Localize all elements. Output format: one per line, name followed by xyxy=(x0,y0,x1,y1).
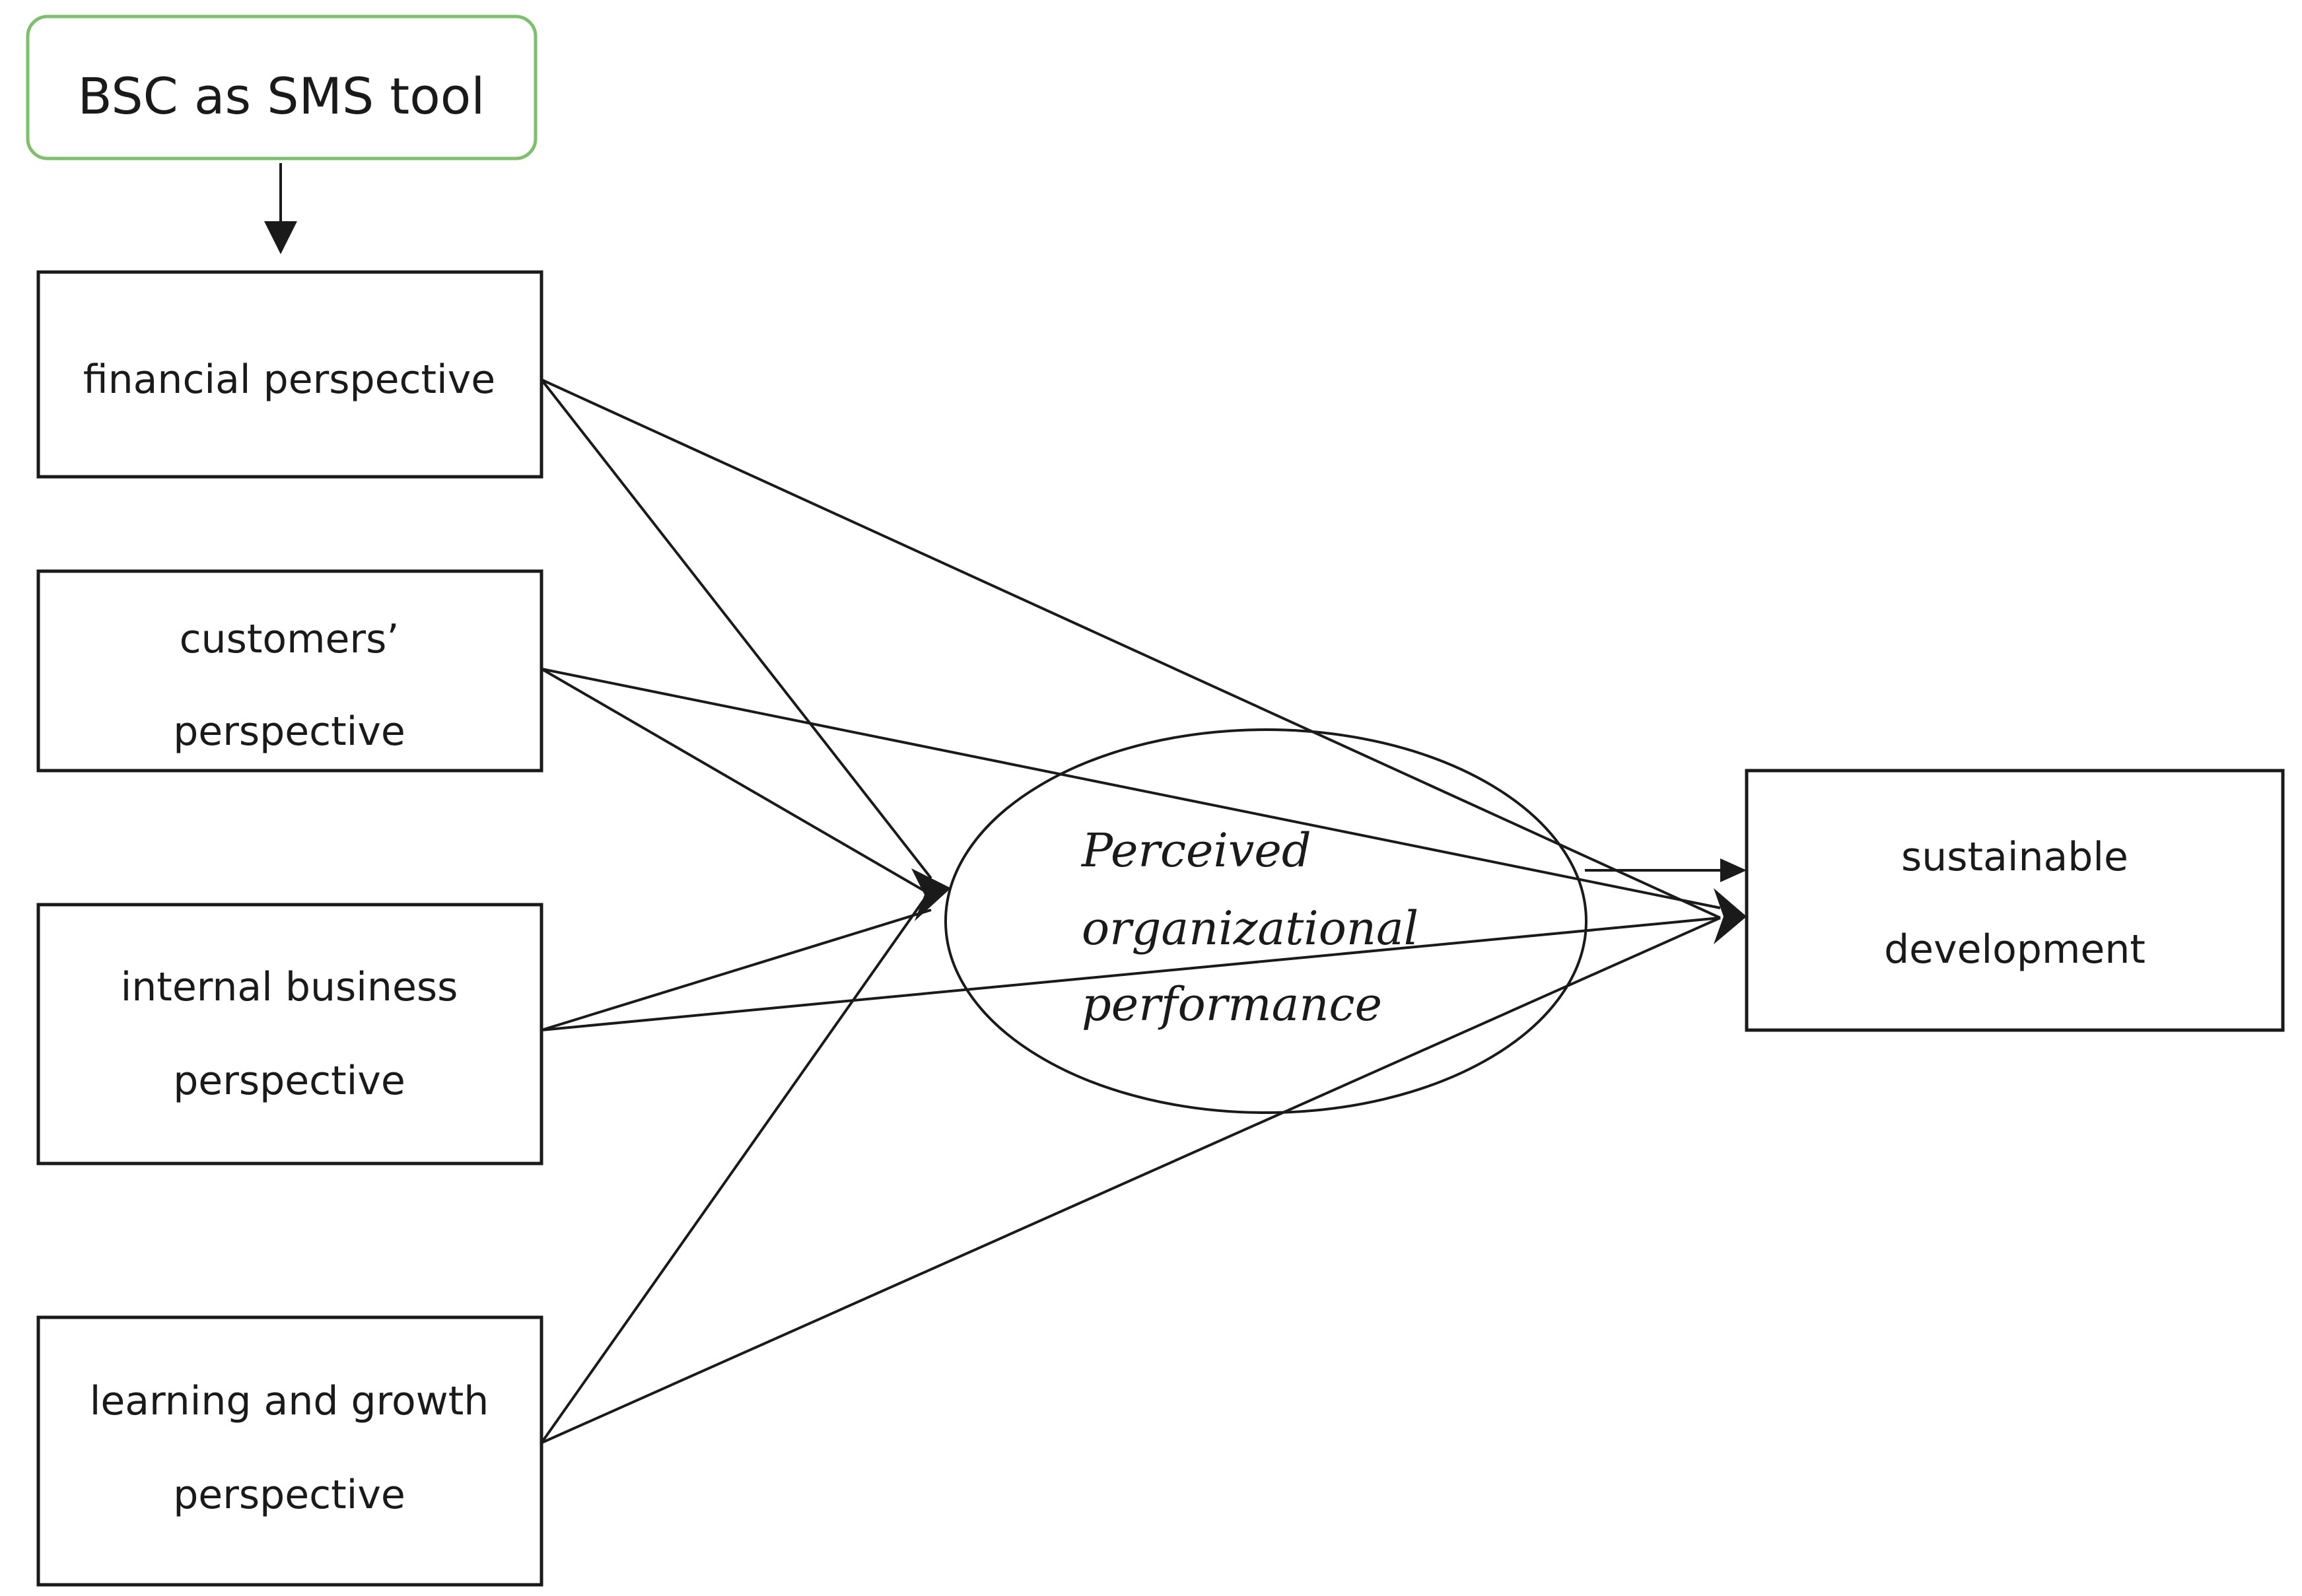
edge-customers-to-outcome xyxy=(541,668,1721,909)
arrowhead-into-mediator xyxy=(911,868,951,921)
mediator-label-group: Perceived organizational performance xyxy=(1080,823,1418,1031)
customers-perspective-box: customers’ perspective xyxy=(36,569,543,773)
learning-growth-perspective-label-line1: learning and growth xyxy=(90,1378,489,1424)
mediator-ellipse xyxy=(944,728,1587,1114)
sustainable-development-label-line2: development xyxy=(1884,926,2145,973)
arrowhead-into-outcome-lower xyxy=(1714,888,1747,944)
customers-perspective-label-line1: customers’ xyxy=(180,616,400,662)
sustainable-development-box: sustainable development xyxy=(1745,769,2285,1032)
internal-business-perspective-frame xyxy=(36,903,543,1165)
mediator-label-line1: Perceived xyxy=(1080,823,1311,878)
internal-business-perspective-label-line2: perspective xyxy=(173,1058,405,1104)
edge-financial-to-mediator xyxy=(540,378,932,880)
customers-perspective-frame xyxy=(36,569,543,773)
financial-perspective-frame xyxy=(36,270,543,479)
learning-growth-perspective-frame xyxy=(36,1315,543,1587)
bsc-tool-box-frame xyxy=(26,15,538,160)
mediator-label-line3: performance xyxy=(1082,977,1382,1031)
financial-perspective-box: financial perspective xyxy=(36,270,543,479)
edge-learning-to-outcome xyxy=(541,917,1721,1444)
edge-learning-to-mediator xyxy=(540,884,936,1444)
edge-internal-to-mediator xyxy=(541,909,932,1031)
bsc-tool-label: BSC as SMS tool xyxy=(78,67,485,125)
edge-internal-to-outcome xyxy=(541,917,1721,1031)
internal-business-perspective-box: internal business perspective xyxy=(36,903,543,1165)
mediator-label-line2: organizational xyxy=(1082,901,1418,955)
financial-perspective-label: financial perspective xyxy=(83,357,495,403)
sustainable-development-label-line1: sustainable xyxy=(1901,834,2128,880)
bsc-tool-box: BSC as SMS tool xyxy=(26,15,538,160)
arrowhead-into-outcome-upper xyxy=(1720,858,1747,882)
learning-growth-perspective-box: learning and growth perspective xyxy=(36,1315,543,1587)
internal-business-perspective-label-line1: internal business xyxy=(121,964,458,1010)
learning-growth-perspective-label-line2: perspective xyxy=(173,1472,405,1518)
arrowhead-bsc-to-financial xyxy=(264,221,297,254)
edge-group xyxy=(264,163,1747,1444)
customers-perspective-label-line2: perspective xyxy=(173,709,405,755)
edge-customers-to-mediator xyxy=(540,668,932,896)
edge-financial-to-outcome xyxy=(541,378,1721,919)
sustainable-development-frame xyxy=(1745,769,2285,1032)
